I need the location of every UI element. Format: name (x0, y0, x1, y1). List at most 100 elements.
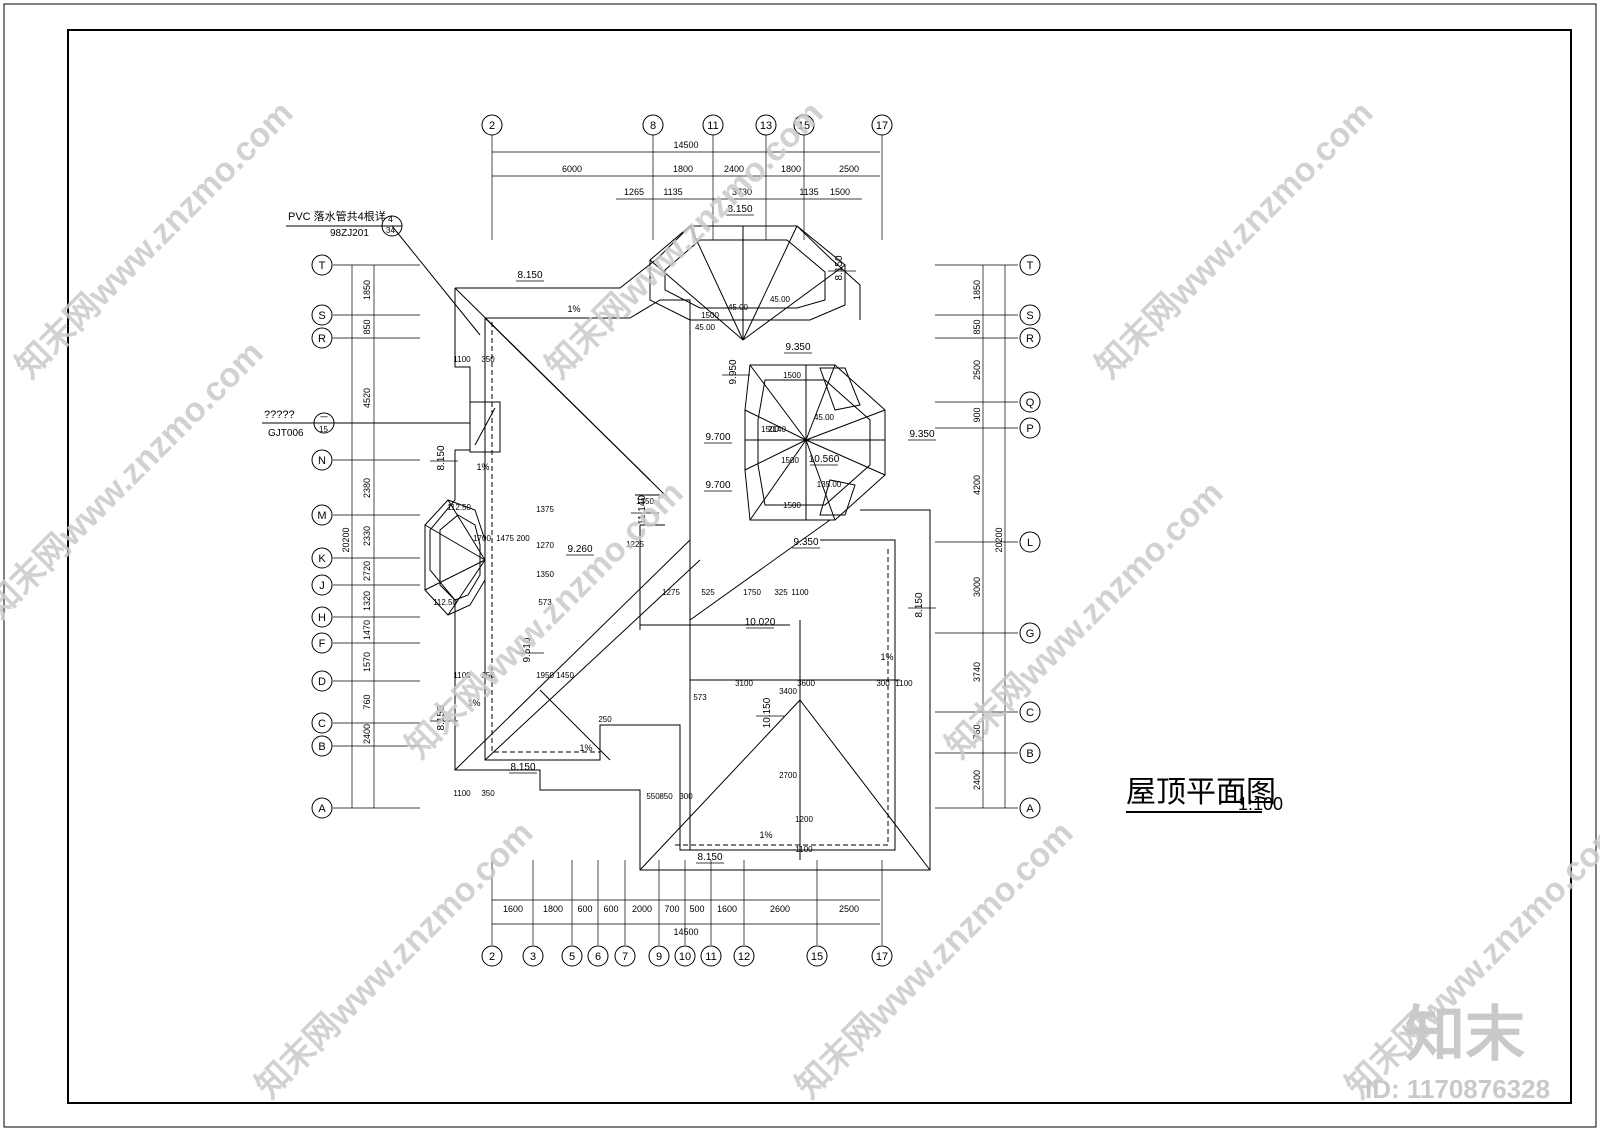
north-tower (649, 225, 846, 341)
plan-dim-label: 350 (481, 355, 495, 364)
grid-right-3: Q (1026, 397, 1035, 409)
grid-left-7-circle (311, 606, 333, 628)
grid-left-5-circle (311, 547, 333, 569)
pipe-ref-text: 98ZJ201 (330, 228, 369, 239)
slope-mark: 1% (579, 743, 592, 753)
dim-left-row: 1320 (362, 591, 372, 611)
plan-dim-label: 325 (774, 588, 788, 597)
elevation-mark: 8.150 (510, 762, 535, 773)
plan-dim-label: 850 (659, 792, 673, 801)
grid-top-3-circle (755, 114, 777, 136)
slope-mark: 1% (467, 698, 480, 708)
plan-dim-label: 45.00 (814, 413, 835, 422)
plan-dim-label: 1500 (781, 456, 799, 465)
elevation-mark: 9.260 (567, 544, 592, 555)
grid-left-6: J (319, 580, 325, 592)
dim-bottom-row: 700 (664, 904, 679, 914)
dim-top-row1: 2500 (839, 164, 859, 174)
detail-note-text: ????? (264, 409, 295, 421)
grid-right-7-circle (1019, 701, 1041, 723)
dim-left-total: 20200 (341, 527, 351, 552)
plan-dim-label: 525 (701, 588, 715, 597)
plan-dim-label: 350 (481, 789, 495, 798)
grid-left-9: D (318, 676, 326, 688)
grid-bottom-1: 3 (530, 951, 536, 963)
plan-dim-label: 1100 (895, 679, 913, 688)
grid-top-4: 15 (798, 120, 810, 132)
grid-top-0: 2 (489, 120, 495, 132)
elevation-mark: 10.150 (762, 697, 773, 728)
dim-top-row1: 1800 (781, 164, 801, 174)
detail-note: ????? GJT006 一 15 (262, 409, 470, 439)
dim-bottom-row: 2500 (839, 904, 859, 914)
plan-dim-label: 45.00 (770, 295, 791, 304)
grid-right-8: B (1026, 748, 1033, 760)
grid-left-12: A (318, 803, 326, 815)
elevation-mark: 10.560 (809, 454, 840, 465)
dim-left-row: 1570 (362, 652, 372, 672)
dim-bottom-row: 1600 (503, 904, 523, 914)
grid-lines (333, 135, 1018, 945)
plan-dim-label: 1450 (556, 671, 574, 680)
dim-left-row: 2400 (362, 724, 372, 744)
grid-left-3: N (318, 455, 326, 467)
dim-left-row: 2720 (362, 561, 372, 581)
elevation-mark: 8.150 (436, 705, 447, 730)
outer-frame (3, 3, 1597, 1128)
plan-dim-label: 3400 (779, 687, 797, 696)
plan-dim-label: 3600 (797, 679, 815, 688)
plan-dim-label: 2140 (768, 425, 786, 434)
slope-mark: 1% (567, 304, 580, 314)
grid-left-0: T (319, 260, 326, 272)
plan-dim-label: 1350 (536, 570, 554, 579)
dim-right-row: 3740 (972, 662, 982, 682)
grid-bottom-6-circle (674, 945, 696, 967)
grid-left-6-circle (311, 574, 333, 596)
grid-bottom-7-circle (700, 945, 722, 967)
dim-right-row: 3000 (972, 577, 982, 597)
grid-left-1-circle (311, 304, 333, 326)
elevation-mark: 8.150 (436, 445, 447, 470)
grid-bottom-0: 2 (489, 951, 495, 963)
grid-right-6-circle (1019, 622, 1041, 644)
plan-dim-label: 135.00 (817, 480, 842, 489)
plan-dim-label: 1270 (536, 541, 554, 550)
grid-bottom-8-circle (733, 945, 755, 967)
pipe-detail-num: 4 (388, 214, 393, 224)
grid-top-1: 8 (650, 120, 656, 132)
grid-bottom-10: 17 (876, 951, 888, 963)
grid-left-11-circle (311, 735, 333, 757)
grid-bottom-2-circle (561, 945, 583, 967)
plan-dim-label: 3100 (735, 679, 753, 688)
dim-top-row2: 1500 (830, 187, 850, 197)
grid-bottom-2: 5 (569, 951, 575, 963)
id-watermark: ID: 1170876328 (1365, 1074, 1550, 1104)
grid-left-2-circle (311, 327, 333, 349)
grid-left-11: B (318, 741, 325, 753)
plan-annotations: 8.1508.1508.1508.1508.1508.1508.1509.350… (430, 204, 936, 864)
plan-dim-label: 573 (693, 693, 707, 702)
grid-bottom-1-circle (522, 945, 544, 967)
plan-dim-label: 1225 (626, 540, 644, 549)
slope-mark: 1% (880, 652, 893, 662)
grid-left-3-circle (311, 449, 333, 471)
dim-top-row1: 6000 (562, 164, 582, 174)
detail-num: 一 (320, 413, 328, 422)
elevation-mark: 8.150 (697, 852, 722, 863)
pipe-note-text: PVC 落水管共4根详 (288, 209, 386, 223)
plan-dim-label: 1275 (662, 588, 680, 597)
dimension-lines (351, 151, 1006, 925)
dim-top-total: 14500 (673, 140, 698, 150)
plan-dim-label: 112.50 (447, 503, 471, 512)
plan-dim-label: 1100 (453, 355, 471, 364)
pipe-note: PVC 落水管共4根详 98ZJ201 4 34 (286, 209, 481, 336)
grid-bottom-3: 6 (595, 951, 601, 963)
elevation-mark: 8.150 (517, 270, 542, 281)
grid-top-0-circle (481, 114, 503, 136)
plan-dim-label: 300 (876, 679, 890, 688)
grid-top-5-circle (871, 114, 893, 136)
grid-bottom-8: 12 (738, 951, 750, 963)
plan-dim-label: 200 (516, 534, 530, 543)
